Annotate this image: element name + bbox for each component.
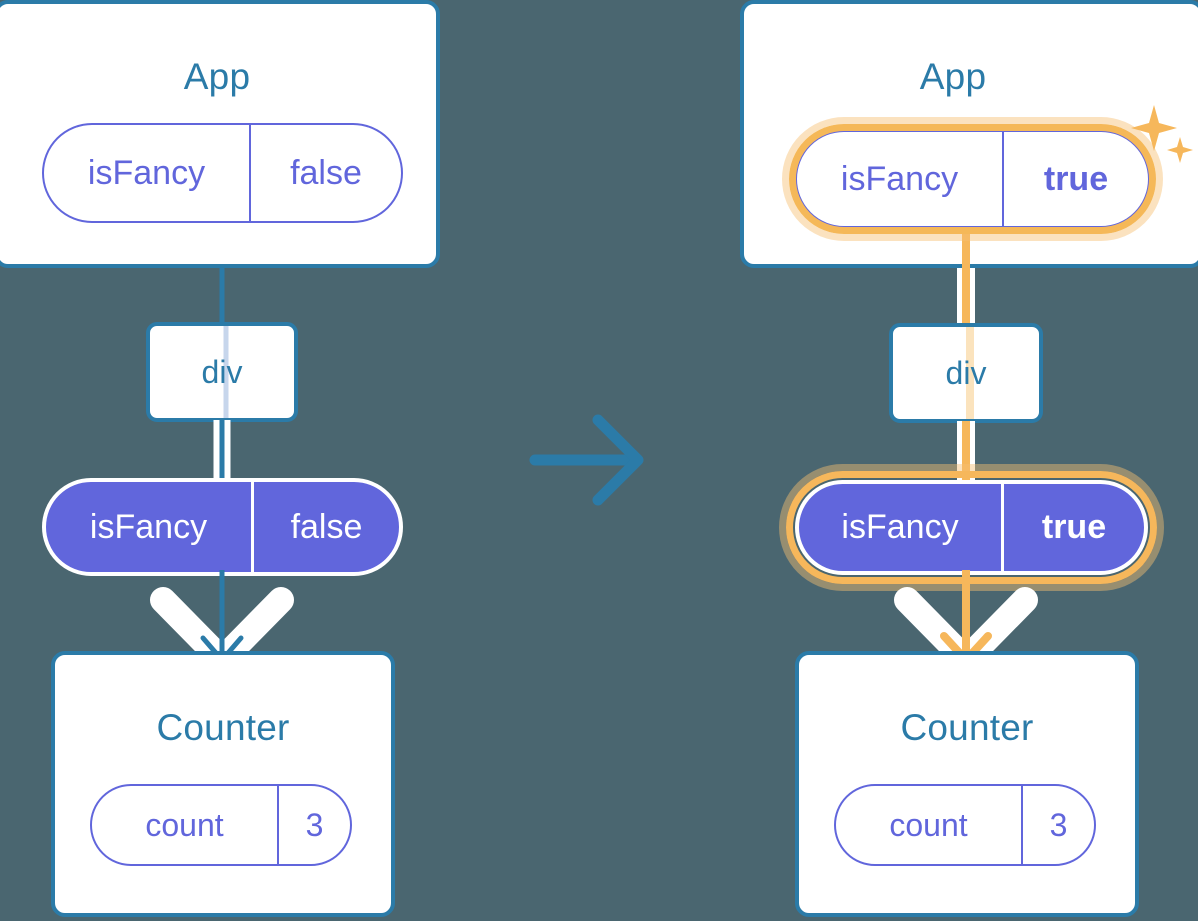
prop-pill-after[interactable]: isFancy true — [795, 480, 1148, 575]
prop-pill-before[interactable]: isFancy false — [42, 478, 403, 576]
counter-state-pill-key-before: count — [145, 806, 224, 843]
counter-title-after: Counter — [900, 707, 1034, 748]
div-inner-line-before — [223, 326, 229, 418]
counter-state-pill-value-before: 3 — [277, 786, 350, 864]
prop-pill-key-after: isFancy — [841, 508, 959, 546]
app-title-after: App — [919, 56, 987, 97]
counter-state-pill-key-after: count — [889, 806, 968, 843]
app-state-pill-key-after: isFancy — [840, 159, 959, 198]
app-title-before: App — [183, 56, 251, 97]
app-state-pill-value-after: true — [1002, 132, 1148, 226]
div-label-after: div — [945, 354, 987, 391]
prop-pill-key-before: isFancy — [89, 507, 208, 546]
div-label-before: div — [201, 353, 243, 390]
prop-pill-value-before: false — [251, 482, 399, 572]
div-box-before: div — [146, 322, 298, 422]
app-state-pill-value-before: false — [249, 125, 401, 221]
app-state-pill-key-before: isFancy — [87, 153, 206, 192]
counter-state-pill-before[interactable]: count 3 — [90, 784, 352, 866]
div-inner-line-after — [966, 327, 974, 419]
app-state-pill-before[interactable]: isFancy false — [42, 123, 403, 223]
counter-state-pill-value-after: 3 — [1021, 786, 1094, 864]
counter-title-before: Counter — [156, 707, 290, 748]
counter-state-pill-after[interactable]: count 3 — [834, 784, 1096, 866]
prop-pill-value-after: true — [1001, 484, 1144, 571]
